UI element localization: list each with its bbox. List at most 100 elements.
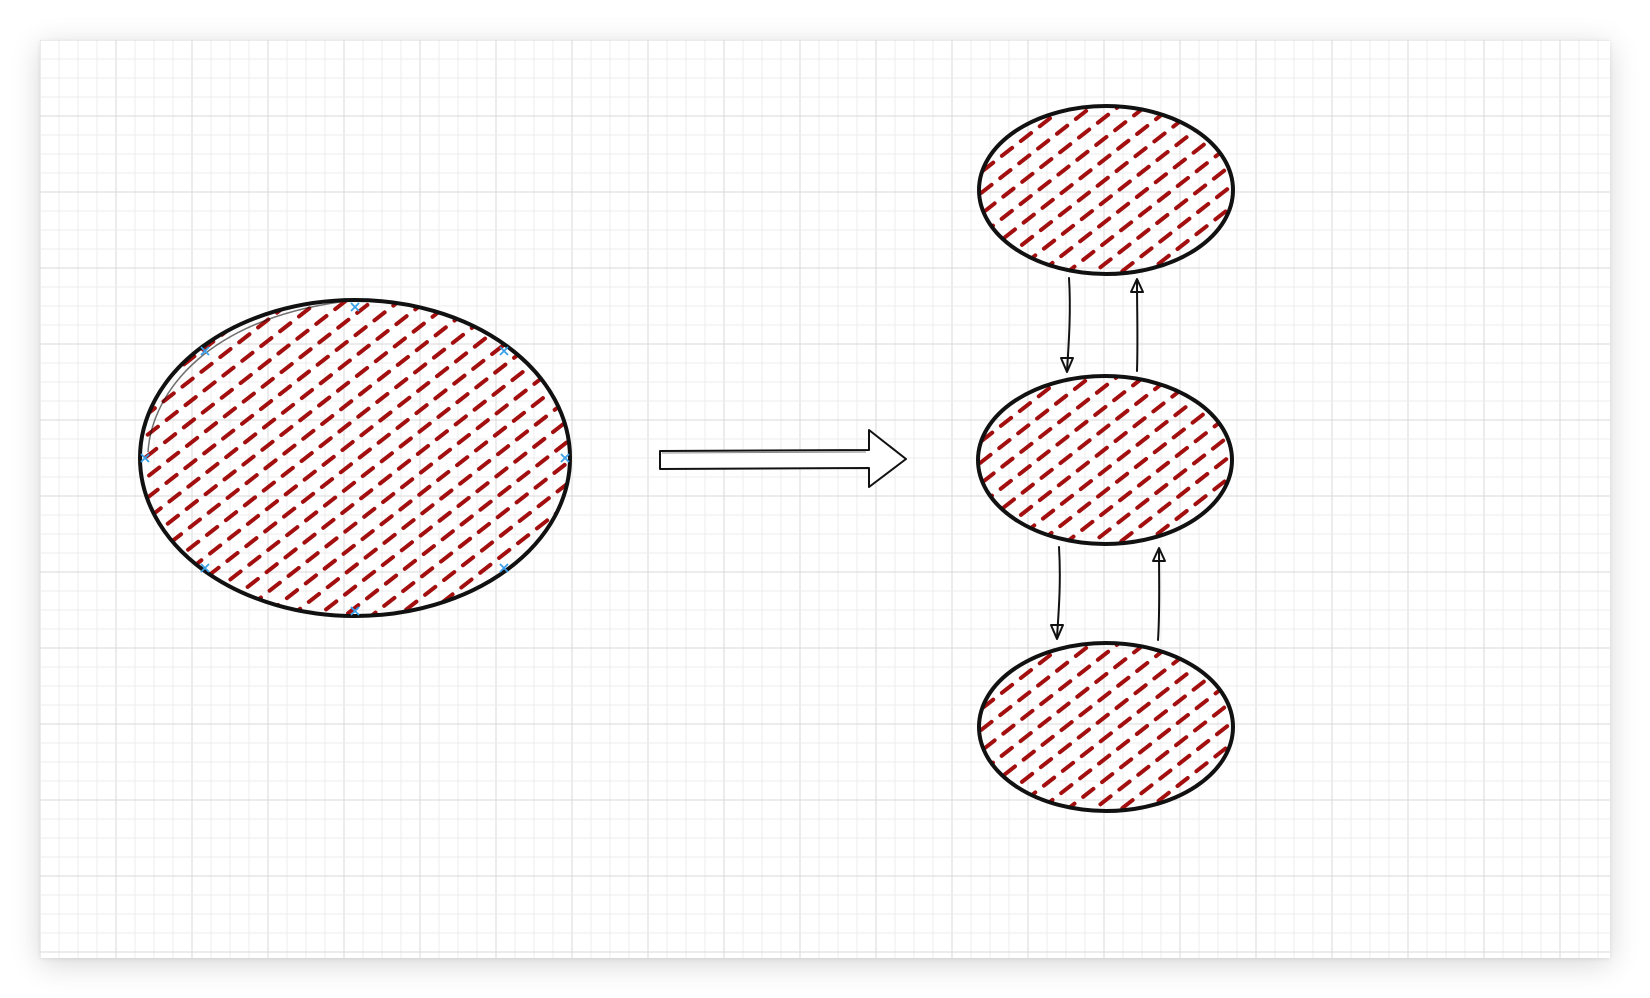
hatch-dash [187,517,202,530]
hatch-dash [1151,401,1166,414]
hatch-dash [1213,746,1228,759]
hatch-dash [222,469,237,482]
hatch-dash [325,577,340,590]
hatch-dash [999,145,1015,158]
hatch-dash [334,339,349,352]
hatch-dash [394,314,409,327]
handle-bottom[interactable] [350,606,360,616]
hatch-dash [221,428,236,441]
hatch-dash [305,551,320,564]
hatch-dash [1155,149,1170,162]
hatch-dash [223,510,239,523]
hatch-dash [1059,183,1074,196]
hatch-dash [1117,242,1132,255]
hatch-dash [206,502,221,515]
hatch-dash [1076,727,1091,740]
hatch-dash [1132,416,1147,429]
hatch-dash [245,513,261,526]
arrow-bottom-to-middle[interactable] [1152,547,1166,641]
hatch-dash [1190,412,1205,425]
hatch-dash [436,469,451,482]
hatch-dash [433,388,448,401]
hatch-dash [1059,493,1075,506]
hatch-dash [224,447,239,460]
hatch-dash [244,473,259,486]
hatch-dash [1158,231,1173,244]
hatch-dash [1174,672,1189,685]
hatch-dash [1098,194,1113,207]
hatch-dash [417,421,432,434]
hatch-dash [1174,735,1189,748]
handle-left[interactable] [140,453,150,463]
hatch-dash [1194,161,1209,174]
hatch-dash [222,406,237,419]
hatch-dash [344,562,359,575]
hatch-dash [455,455,470,468]
hatch-dash [1037,490,1053,503]
hatch-dash [1191,453,1207,466]
arrow-middle-to-top[interactable] [1130,278,1144,372]
hatch-dash [218,347,233,360]
handle-bottom-left[interactable] [200,563,210,573]
hatch-dash [459,577,474,590]
hatch-dash [1175,175,1190,188]
hatch-dash [453,414,468,427]
hatch-dash [1002,764,1017,777]
hatch-dash [982,201,997,214]
hatch-dash [219,387,234,400]
hatch-dash [324,599,339,612]
block-arrow[interactable] [659,429,907,488]
hatch-dash [1018,731,1033,744]
hatch-dash [497,484,512,497]
hatch-dash [456,495,471,508]
hatch-dash [1175,775,1190,789]
arrow-top-to-middle[interactable] [1060,277,1074,373]
hatch-dash [999,208,1014,221]
hatch-dash [1152,442,1168,455]
hatch-dash [437,447,453,460]
hatch-dash [1212,479,1227,492]
hatch-dash [363,547,378,560]
hatch-dash [1194,224,1209,237]
hatch-dash [1193,431,1208,444]
hatch-dash [1073,108,1089,121]
arrow-line [1056,546,1061,638]
hatch-dash [1038,220,1054,233]
hatch-dash [362,506,377,519]
handle-top-right[interactable] [499,346,509,356]
hatch-dash [382,532,397,545]
hatch-dash [1058,453,1073,466]
handle-right[interactable] [560,453,570,463]
hatch-dash [1097,527,1112,540]
hatch-dash [438,551,454,564]
hatch-dash [1155,212,1170,225]
hatch-dash [1174,445,1189,458]
hatch-dash [1211,705,1227,718]
hatch-dash [1038,427,1053,440]
hatch-dash [1174,508,1189,522]
hatch-dash [1118,220,1134,233]
hatch-dash [1016,423,1031,436]
hatch-dash [1038,757,1054,770]
hatch-dash [1175,712,1190,725]
handle-bottom-right[interactable] [499,563,509,573]
hatch-dash [1021,212,1036,225]
hatch-dash [459,514,474,527]
handle-top-left[interactable] [200,346,210,356]
hatch-dash [1139,783,1154,796]
hatch-dash [456,432,471,445]
hatch-dash [436,406,451,419]
hatch-dash [1060,760,1076,773]
drawing-canvas[interactable] [40,40,1610,958]
handle-top[interactable] [350,302,360,312]
hatch-dash [241,454,256,467]
hatch-dash [397,395,412,408]
selection-handles[interactable] [140,302,570,616]
hatch-dash [354,365,370,378]
arrow-middle-to-bottom[interactable] [1050,546,1064,640]
hatch-dash [1018,131,1034,144]
hatch-dash [417,484,432,497]
hatch-dash [399,477,415,490]
hatch-dash [1081,249,1096,262]
hatch-dash [283,547,298,560]
